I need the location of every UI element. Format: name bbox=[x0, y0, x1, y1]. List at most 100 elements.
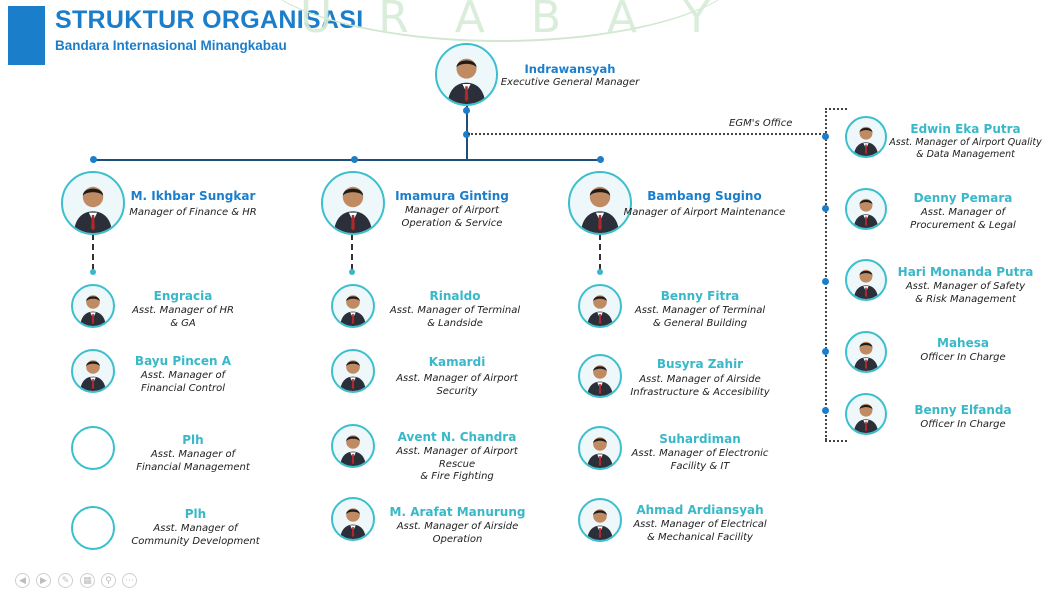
watermark-arc bbox=[250, 0, 750, 42]
egm-role: Executive General Manager bbox=[500, 77, 640, 88]
person-portrait-icon bbox=[73, 186, 113, 233]
col3-name-3: Suhardiman bbox=[659, 432, 741, 446]
more-icon[interactable]: ⋯ bbox=[122, 573, 137, 588]
col3-name-1: Benny Fitra bbox=[660, 289, 740, 303]
office-dot-3 bbox=[822, 278, 829, 285]
slides-icon[interactable]: ▦ bbox=[80, 573, 95, 588]
manager-role-3: Manager of Airport Maintenance bbox=[623, 207, 786, 218]
office-role-4: Officer In Charge bbox=[920, 352, 1006, 363]
person-portrait-icon bbox=[853, 126, 879, 156]
col1-name-1: Engracia bbox=[153, 289, 213, 303]
manager-avatar-1 bbox=[61, 171, 125, 235]
office-avatar-3 bbox=[845, 259, 887, 301]
col3-role-1: Asst. Manager of Terminal & General Buil… bbox=[634, 305, 766, 329]
col2-name-2: Kamardi bbox=[428, 355, 486, 369]
col1-role-1: Asst. Manager of HR & GA bbox=[132, 305, 234, 329]
office-role-2: Asst. Manager of Procurement & Legal bbox=[910, 207, 1016, 231]
person-portrait-icon bbox=[333, 186, 373, 233]
col2-avatar-3 bbox=[331, 424, 375, 468]
next-icon[interactable]: ▶ bbox=[36, 573, 51, 588]
office-name-5: Benny Elfanda bbox=[914, 403, 1012, 417]
col2-avatar-4 bbox=[331, 497, 375, 541]
person-portrait-icon bbox=[853, 269, 879, 299]
manager-role-1: Manager of Finance & HR bbox=[129, 207, 257, 218]
col2-avatar-2 bbox=[331, 349, 375, 393]
person-portrait-icon bbox=[853, 341, 879, 371]
person-portrait-icon bbox=[340, 435, 366, 466]
egm-office-connector bbox=[468, 133, 825, 135]
col2-role-2: Asst. Manager of Airport Security bbox=[396, 373, 518, 397]
col2-role-3: Asst. Manager of Airport Rescue & Fire F… bbox=[396, 446, 518, 482]
drop-dot-1 bbox=[90, 269, 96, 275]
person-portrait-icon bbox=[80, 360, 106, 391]
col1-name-4: Plh bbox=[184, 507, 207, 521]
col2-role-4: Asst. Manager of Airside Operation bbox=[396, 521, 519, 545]
person-portrait-icon bbox=[587, 295, 613, 326]
person-portrait-icon bbox=[340, 508, 366, 539]
office-name-2: Denny Pemara bbox=[913, 191, 1013, 205]
office-role-5: Officer In Charge bbox=[920, 419, 1006, 430]
col3-name-2: Busyra Zahir bbox=[656, 357, 744, 371]
drop-dot-2 bbox=[349, 269, 355, 275]
manager-role-2: Manager of Airport Operation & Service bbox=[401, 205, 503, 229]
office-dot-1 bbox=[822, 133, 829, 140]
col1-role-2: Asst. Manager of Financial Control bbox=[140, 370, 226, 394]
col1-name-2: Bayu Pincen A bbox=[134, 354, 232, 368]
col3-avatar-1 bbox=[578, 284, 622, 328]
office-avatar-4 bbox=[845, 331, 887, 373]
col1-avatar-1 bbox=[71, 284, 115, 328]
col1-avatar-4 bbox=[71, 506, 115, 550]
col2-name-4: M. Arafat Manurung bbox=[389, 505, 526, 519]
connector-dot-mid bbox=[463, 131, 470, 138]
col3-avatar-3 bbox=[578, 426, 622, 470]
person-portrait-icon bbox=[340, 295, 366, 326]
pen-icon[interactable]: ✎ bbox=[58, 573, 73, 588]
watermark-text: U R A B A Y bbox=[300, 0, 726, 43]
drop-line-2 bbox=[351, 234, 353, 270]
office-avatar-5 bbox=[845, 393, 887, 435]
drop-line-1 bbox=[92, 234, 94, 270]
office-bottom-tick bbox=[825, 440, 847, 442]
office-avatar-1 bbox=[845, 116, 887, 158]
person-portrait-icon bbox=[580, 186, 620, 233]
person-portrait-icon bbox=[587, 509, 613, 540]
col2-avatar-1 bbox=[331, 284, 375, 328]
person-portrait-icon bbox=[447, 58, 486, 104]
col3-avatar-4 bbox=[578, 498, 622, 542]
office-name-1: Edwin Eka Putra bbox=[910, 122, 1021, 136]
manager-avatar-2 bbox=[321, 171, 385, 235]
col3-role-4: Asst. Manager of Electrical & Mechanical… bbox=[633, 519, 767, 543]
drop-dot-3 bbox=[597, 269, 603, 275]
prev-icon[interactable]: ◀ bbox=[15, 573, 30, 588]
col3-name-4: Ahmad Ardiansyah bbox=[636, 503, 764, 517]
person-portrait-icon bbox=[853, 198, 879, 228]
col3-role-2: Asst. Manager of Airside Infrastructure … bbox=[630, 374, 770, 398]
egm-name: Indrawansyah bbox=[524, 62, 616, 76]
connector-dot-3 bbox=[597, 156, 604, 163]
col3-avatar-2 bbox=[578, 354, 622, 398]
connector-dot-2 bbox=[351, 156, 358, 163]
office-role-3: Asst. Manager of Safety & Risk Managemen… bbox=[905, 281, 1026, 305]
col1-role-3: Asst. Manager of Financial Management bbox=[136, 449, 250, 473]
person-portrait-icon bbox=[80, 295, 106, 326]
manager-name-1: M. Ikhbar Sungkar bbox=[130, 189, 256, 203]
office-avatar-2 bbox=[845, 188, 887, 230]
office-top-tick bbox=[825, 108, 847, 110]
person-portrait-icon bbox=[853, 403, 879, 433]
manager-name-2: Imamura Ginting bbox=[395, 189, 509, 203]
office-name-4: Mahesa bbox=[937, 336, 989, 350]
person-portrait-icon bbox=[587, 365, 613, 396]
col1-avatar-3 bbox=[71, 426, 115, 470]
office-dot-5 bbox=[822, 407, 829, 414]
office-vertical-line bbox=[825, 108, 827, 440]
connector-dot-1 bbox=[90, 156, 97, 163]
zoom-icon[interactable]: ⚲ bbox=[101, 573, 116, 588]
office-name-3: Hari Monanda Putra bbox=[897, 265, 1034, 279]
egm-office-label: EGM's Office bbox=[729, 118, 793, 129]
col3-role-3: Asst. Manager of Electronic Facility & I… bbox=[631, 448, 769, 472]
col1-avatar-2 bbox=[71, 349, 115, 393]
page-subtitle: Bandara Internasional Minangkabau bbox=[55, 38, 287, 53]
egm-avatar bbox=[435, 43, 498, 106]
col1-name-3: Plh bbox=[182, 433, 204, 447]
person-portrait-icon bbox=[340, 360, 366, 391]
